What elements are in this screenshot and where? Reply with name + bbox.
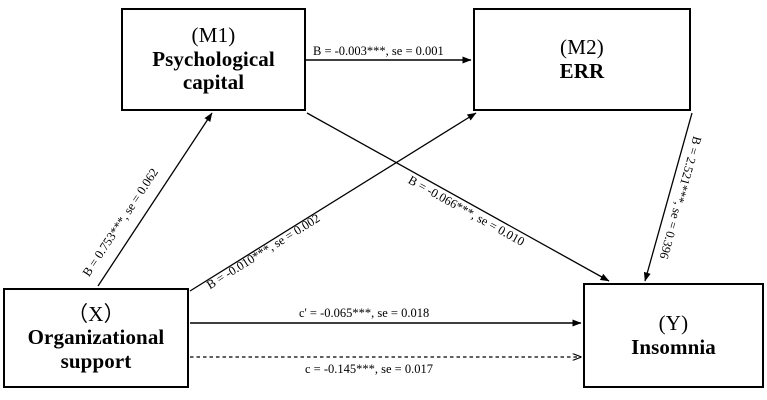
- node-m2-tag: (M2): [560, 34, 604, 59]
- edge-label-x-to-y-total: c = -0.145***, se = 0.017: [305, 362, 433, 376]
- node-y-insomnia[interactable]: (Y) Insomnia: [583, 283, 764, 388]
- node-x-organizational-support[interactable]: （X） Organizational support: [3, 288, 189, 388]
- node-y-label-line1: Insomnia: [631, 334, 716, 359]
- node-m1-label-line1: Psychological: [152, 46, 275, 71]
- edge-line-m2-to-y: [643, 112, 693, 282]
- figure-caption: [0, 390, 767, 400]
- node-x-tag: （X）: [67, 301, 125, 326]
- node-y-tag: (Y): [658, 310, 689, 335]
- node-m2-err[interactable]: (M2) ERR: [473, 8, 691, 111]
- edge-line-x-to-m1: [97, 112, 213, 287]
- edge-label-m1-to-m2: B = -0.003***, se = 0.001: [313, 44, 444, 58]
- edge-line-x-to-m2: [189, 112, 477, 292]
- node-m1-tag: (M1): [191, 23, 236, 48]
- node-m2-label-line1: ERR: [559, 58, 605, 83]
- node-x-label-line1: Organizational: [27, 325, 165, 350]
- node-x-label-line2: support: [60, 348, 132, 373]
- edge-label-x-to-y-direct: c' = -0.065***, se = 0.018: [299, 306, 430, 320]
- node-m1-label-line2: capital: [182, 70, 245, 95]
- edge-line-m1-to-y: [306, 112, 610, 282]
- node-m1-psychological-capital[interactable]: (M1) Psychological capital: [121, 8, 306, 111]
